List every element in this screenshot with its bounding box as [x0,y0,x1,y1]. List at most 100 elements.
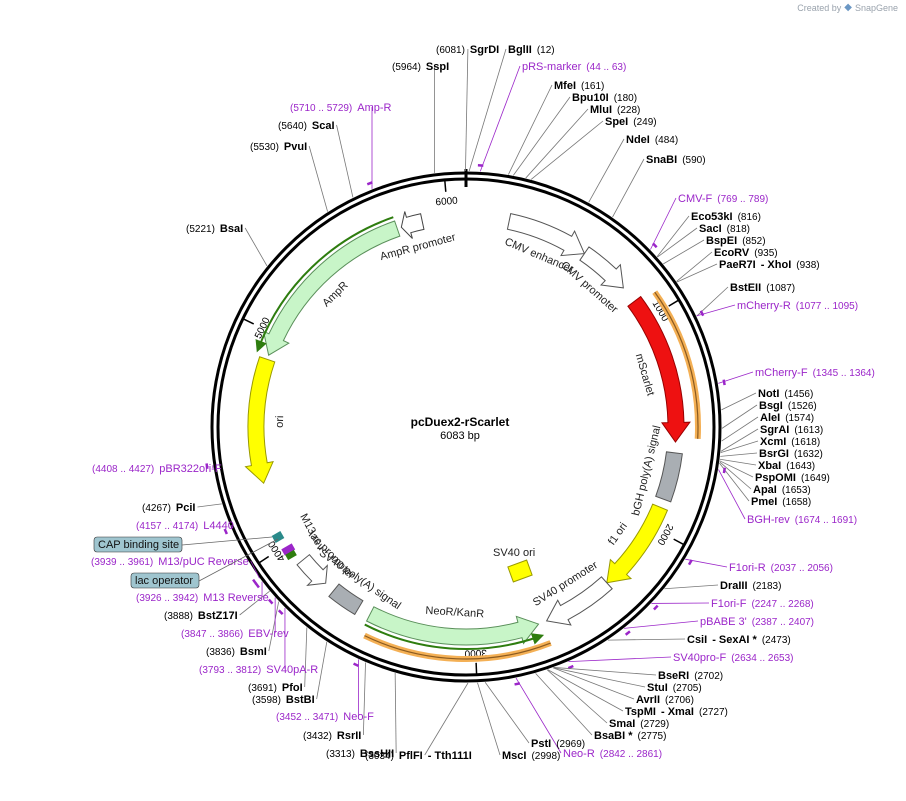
site-name: BstZ17I [198,610,238,622]
site-position: (2387 .. 2407) [752,617,814,628]
tick-mark [258,555,270,564]
site-name: NdeI [626,134,650,146]
site-position: (1643) [786,461,815,472]
tick-mark [242,317,255,325]
leader-line [607,638,686,641]
feature-label: mScarlet [633,352,657,397]
site-bsai: (5221)BsaI [186,223,243,235]
site-name-secondary: - XmaI [661,706,694,718]
leader-line [547,669,624,712]
leader-line [650,197,677,250]
site-bspei: BspEI(852) [706,235,766,247]
site-position: (2842 .. 2861) [600,749,662,760]
site-name-secondary: - XhoI [761,259,792,271]
site-pbabe-3-: pBABE 3'(2387 .. 2407) [700,616,814,628]
site-position: (3691) [248,683,277,694]
tick-label: 3000 [464,647,487,659]
primer-mark [653,604,659,611]
primer-mark [699,310,705,317]
feature-label: AmpR [320,279,350,309]
tick-mark [444,179,447,192]
feature-arrow [579,246,624,289]
site-position: (3313) [326,749,355,760]
site-name: Bpu10I [572,92,609,104]
site-name: DraIII [720,580,748,592]
site-leader-lines [197,48,759,756]
site-position: (2247 .. 2268) [751,599,813,610]
sv40-ori-box [507,559,533,583]
feature-arrow [545,576,613,626]
leader-line [719,458,757,466]
site-saci: SacI(818) [699,223,750,235]
leader-line [530,120,604,180]
site-position: (1649) [801,473,830,484]
feature-neor-kanr: NeoR/KanR [364,605,545,650]
site-name: MfeI [554,80,576,92]
site-name: PaeR7I [719,259,756,271]
site-sgrai: SgrAI(1613) [760,424,823,436]
site-position: (1087) [766,283,795,294]
site-position: (1077 .. 1095) [796,301,858,312]
site-bsmi: (3836)BsmI [206,646,267,658]
sv40-ori-label: SV40 ori [493,547,535,559]
site-position: (249) [633,117,656,128]
site-pcii: (4267)PciI [142,502,195,514]
site-pmei: PmeI(1658) [751,496,811,508]
leader-line [553,667,657,676]
site-smai: SmaI(2729) [609,718,669,730]
site-position: (1574) [785,413,814,424]
site-tspmi: TspMI- XmaI(2727) [625,706,728,718]
site-alei: AleI (1574) [760,412,814,424]
leader-line [676,251,713,282]
site-name: AvrII [636,694,660,706]
site-name: CsiI [687,634,707,646]
site-name: TspMI [625,706,656,718]
site-position: (2998) [531,751,560,762]
leader-line [362,662,366,736]
site-bsteii: BstEII(1087) [730,282,795,294]
site-name: M13 rev [297,512,326,553]
site-name: F1ori-F [711,598,747,610]
site-ebv-rev: (3847 .. 3866)EBV-rev [181,628,289,640]
site-name: SV40pA-R [266,664,318,676]
site-name: BglII [508,44,532,56]
tick-label: 6000 [435,196,459,209]
primer-mark [267,598,274,605]
site-position: (228) [617,105,640,116]
credit-text: Created by [797,2,842,13]
leader-line [656,215,690,257]
primer-mark [722,379,726,386]
feature-arrow [244,356,276,485]
site-name: RsrII [337,730,361,742]
leader-line [552,667,635,700]
site-bstbi: (3598)BstBI [252,694,315,706]
feature-highlight [364,623,545,650]
site-name: mCherry-F [755,367,808,379]
site-name: AleI [760,412,780,424]
site-name: M13/pUC Reverse [158,556,248,568]
site-position: (769 .. 789) [717,194,768,205]
primer-mark [624,630,631,636]
site-name: PciI [176,502,196,514]
site-spei: SpeI(249) [605,116,657,128]
feature-arrow [328,583,364,616]
site-amp-r: (5710 .. 5729)Amp-R [290,102,392,114]
site-neo-r: Neo-R(2842 .. 2861) [563,748,662,760]
orange-arc-core [364,635,551,660]
site-name: MluI [590,104,612,116]
site-eco53ki: Eco53kI(816) [691,211,761,223]
primer-mark [366,181,373,186]
site-bsabi-: BsaBI *(2775) [594,730,666,742]
site-bseri: BseRI(2702) [658,670,723,682]
site-name: SV40pro-F [673,652,726,664]
leader-line [477,682,501,756]
leader-line [721,416,759,442]
site-msci: MscI(2998) [502,750,560,762]
m13-rev-green-mark [285,549,297,561]
primer-mark [514,682,521,686]
feature-arrow [365,606,540,646]
leader-line [721,392,757,411]
site-position: (935) [754,248,777,259]
leader-line [484,682,530,744]
site-name: BsaBI * [594,730,633,742]
